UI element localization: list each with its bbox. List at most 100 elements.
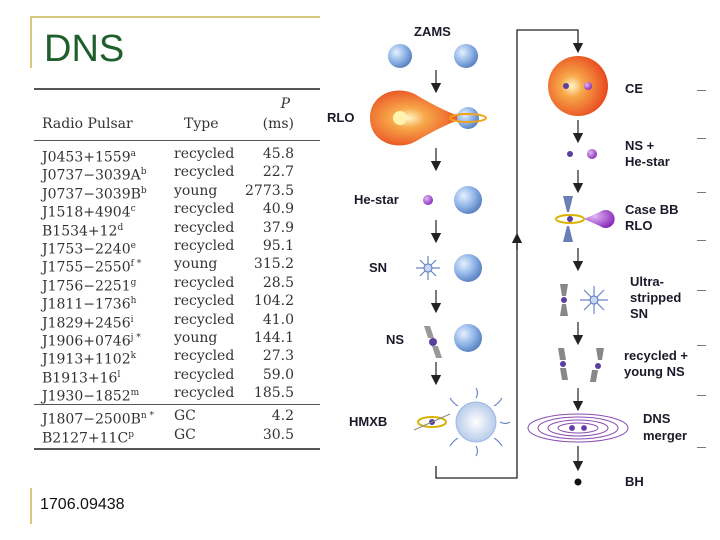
pulsar-name: J1811−1736h <box>42 292 136 314</box>
pulsar-type: recycled <box>174 311 235 328</box>
pulsar-ref-sup: h <box>130 296 137 307</box>
pulsar-ref-sup: e <box>130 240 136 251</box>
pulsar-period: 40.9 <box>262 201 294 218</box>
ce-ns <box>563 83 569 89</box>
pulsar-type: recycled <box>174 274 235 291</box>
table-row: J1753−2240e recycled 95.1 <box>34 237 320 258</box>
label-ns: NS <box>386 332 404 347</box>
dns-merger-spiral-icon <box>527 413 629 443</box>
hmxb-wind-icon <box>449 387 511 457</box>
he-star-core <box>423 195 433 205</box>
pulsar-type: recycled <box>174 348 235 365</box>
pulsar-name-text: J1811−1736 <box>42 296 131 313</box>
pulsar-name-text: B1913+16 <box>42 370 118 387</box>
pulsar-name: B1534+12d <box>42 219 123 241</box>
zams-star-b <box>454 44 478 68</box>
label-hmxb: HMXB <box>349 414 387 429</box>
pulsar-name-text: J1913+1102 <box>42 351 131 368</box>
pulsar-name: J1756−2251g <box>42 274 136 296</box>
pulsar-ref-sup: j * <box>130 332 141 343</box>
hmxb-companion-star <box>455 401 497 443</box>
pulsar-ref-sup: g <box>130 277 137 288</box>
pulsar-period: 28.5 <box>262 274 294 291</box>
table-top-rule <box>34 88 320 90</box>
label-ultra-3: SN <box>630 306 648 321</box>
table-header-rule <box>34 140 320 141</box>
pulsar-name: J1807−2500Bn * <box>42 407 154 429</box>
pulsar-ref-sup: f * <box>130 259 142 270</box>
pulsar-type: recycled <box>174 366 235 383</box>
pulsar-period: 104.2 <box>253 293 294 310</box>
ce-he-core <box>584 82 592 90</box>
pulsar-period: 4.2 <box>271 408 294 425</box>
pulsar-ref-sup: n * <box>140 411 155 422</box>
rlo-donor-core <box>393 111 407 125</box>
label-zams: ZAMS <box>414 24 451 39</box>
pulsar-name-text: J0737−3039A <box>42 168 141 185</box>
pulsar-name: J0453+1559a <box>42 145 136 167</box>
pulsar-name: J1930−1852m <box>42 384 139 406</box>
label-recycled-1: recycled + <box>624 348 688 363</box>
pulsar-name-text: J1755−2550 <box>42 260 131 276</box>
pulsar-name-text: J1930−1852 <box>42 388 131 405</box>
ns-companion-star <box>454 324 482 352</box>
nshe-he-star <box>587 149 597 159</box>
slide-title: DNS <box>44 28 125 70</box>
edge-dash-6 <box>697 345 706 346</box>
pulsar-ref-sup: d <box>117 222 124 233</box>
pulsar-period: 27.3 <box>262 348 294 365</box>
sn-burst-icon <box>416 256 440 280</box>
connector-left-to-right <box>435 29 584 479</box>
pulsar-period: 95.1 <box>262 237 294 254</box>
edge-dash-5 <box>697 290 706 291</box>
pulsar-ref-sup: a <box>130 149 136 159</box>
edge-dash-8 <box>697 447 706 448</box>
rlo-accretor-star <box>457 107 479 129</box>
pulsar-period: 37.9 <box>262 219 294 236</box>
pulsar-period: 185.5 <box>253 385 294 402</box>
label-ns-he-1: NS + <box>625 138 655 153</box>
ultra-stripped-sn-icon <box>560 284 608 316</box>
pulsar-name-text: B1534+12 <box>42 223 118 240</box>
edge-dash-3 <box>697 192 706 193</box>
label-sn: SN <box>369 260 387 275</box>
pulsar-name-text: J0453+1559 <box>42 149 131 166</box>
hmxb-accretion-icon <box>413 413 451 431</box>
pulsar-ref-sup: i <box>130 314 134 325</box>
label-he-star: He-star <box>354 192 399 207</box>
pulsar-type: recycled <box>174 237 235 254</box>
pulsar-ref-sup: p <box>128 429 134 440</box>
header-p-symbol: P <box>280 96 290 112</box>
pulsar-period: 144.1 <box>253 329 294 346</box>
pulsar-type: recycled <box>174 201 235 218</box>
pulsar-name: J1753−2240e <box>42 237 136 259</box>
pulsar-period: 59.0 <box>262 366 294 383</box>
nshe-ns <box>567 151 573 157</box>
pulsar-name-text: J1906+0746 <box>42 333 131 350</box>
ns-pulsar-icon <box>424 326 442 358</box>
table-bottom-rule <box>34 448 320 451</box>
ce-envelope-star <box>548 56 608 116</box>
label-recycled-2: young NS <box>624 364 685 379</box>
pulsar-name: B2127+11Cp <box>42 426 134 448</box>
pulsar-name-text: J1829+2456 <box>42 315 131 332</box>
pulsar-name-text: J1756−2251 <box>42 278 131 295</box>
pulsar-type: recycled <box>174 146 235 162</box>
pulsar-type: recycled <box>174 293 235 310</box>
pulsar-name-text: J1753−2240 <box>42 241 131 258</box>
pulsar-ref-sup: b <box>140 167 147 178</box>
table-header: Radio Pulsar Type P (ms) <box>34 90 320 140</box>
edge-dash-2 <box>697 138 706 139</box>
table-gc-rule <box>34 404 320 406</box>
pulsar-period: 22.7 <box>262 164 294 181</box>
pulsar-ref-sup: c <box>130 204 136 215</box>
